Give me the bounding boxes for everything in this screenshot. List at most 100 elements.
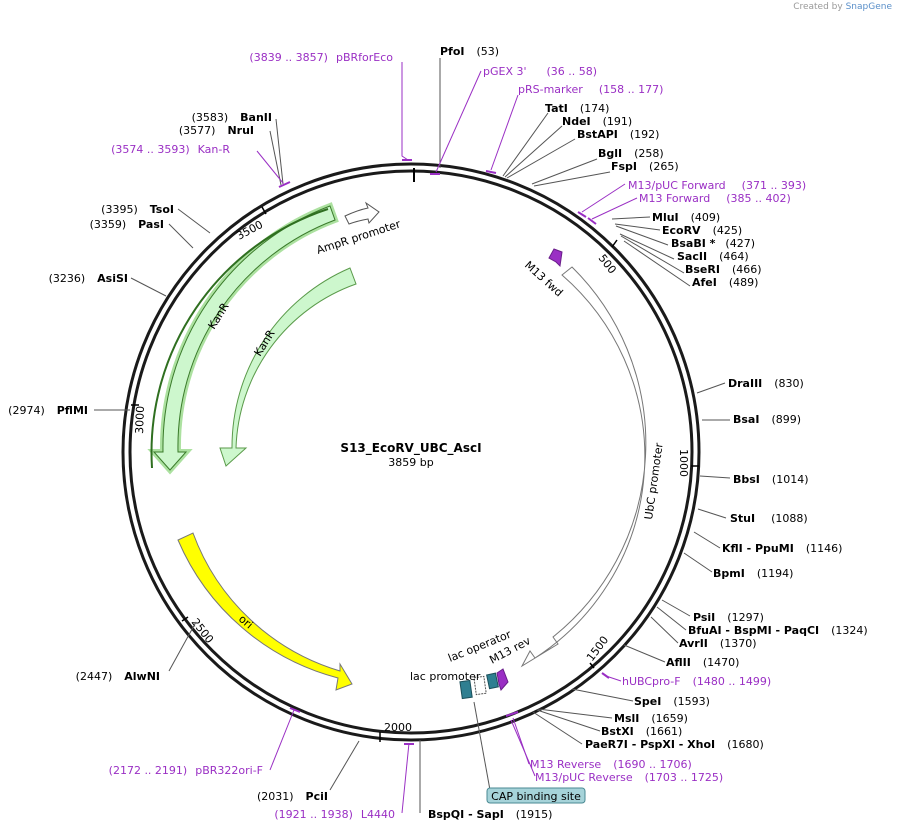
enzyme-bstxi: BstXI	[601, 725, 634, 738]
svg-text:AfeI(489): AfeI(489)	[692, 276, 758, 289]
enzyme-pcii: PciI	[306, 790, 328, 803]
enzyme-paer7i-pspxi-xhoi: PaeR7I - PspXI - XhoI	[585, 738, 715, 751]
enzyme-bfuai-bspmi-paqci: BfuAI - BspMI - PaqCI	[688, 624, 819, 637]
enzyme-leaders	[94, 58, 731, 813]
svg-text:TatI(174): TatI(174)	[545, 102, 609, 115]
kanr-inner-arrow	[219, 267, 357, 467]
enzyme-msli: MslI	[614, 712, 639, 725]
primer-labels: (3839 .. 3857)pBRforEco pGEX 3'(36 .. 58…	[109, 51, 807, 821]
enzyme-psii: PsiI	[693, 611, 715, 624]
svg-text:(3236)AsiSI: (3236)AsiSI	[49, 272, 128, 285]
snapgene-credit: Created by SnapGene	[793, 2, 892, 12]
svg-text:MslI(1659): MslI(1659)	[614, 712, 688, 725]
cap-binding-site-label: CAP binding site	[491, 790, 581, 803]
svg-text:MluI(409): MluI(409)	[652, 211, 720, 224]
kanr-outer-strand	[150, 208, 329, 469]
svg-text:BseRI(466): BseRI(466)	[685, 263, 762, 276]
svg-text:PfoI(53): PfoI(53)	[440, 45, 499, 58]
svg-text:(2974)PflMI: (2974)PflMI	[8, 404, 88, 417]
kanr-outer-arrow	[152, 205, 336, 471]
svg-text:BstAPI(192): BstAPI(192)	[577, 128, 659, 141]
svg-text:hUBCpro-F(1480 .. 1499): hUBCpro-F(1480 .. 1499)	[622, 675, 771, 688]
svg-text:BpmI(1194): BpmI(1194)	[713, 567, 793, 580]
enzyme-bbsi: BbsI	[733, 473, 760, 486]
svg-text:PaeR7I - PspXI - XhoI(1680): PaeR7I - PspXI - XhoI(1680)	[585, 738, 764, 751]
enzyme-tsoi: TsoI	[150, 203, 174, 216]
svg-text:(1921 .. 1938)L4440: (1921 .. 1938)L4440	[274, 808, 395, 821]
svg-text:BfuAI - BspMI - PaqCI(1324): BfuAI - BspMI - PaqCI(1324)	[688, 624, 868, 637]
svg-text:(3583)BanII: (3583)BanII	[192, 111, 272, 124]
enzyme-bgli: BglI	[598, 147, 622, 160]
svg-text:BsaBI *(427): BsaBI *(427)	[671, 237, 755, 250]
enzyme-pflmi: PflMI	[57, 404, 88, 417]
cap-binding-site-marker	[459, 679, 473, 700]
lac-operator-marker	[486, 672, 499, 690]
features: AmpR promoter KanR KanR ori UbC promoter…	[147, 201, 666, 804]
enzyme-fspi: FspI	[611, 160, 637, 173]
m13-fwd-marker	[548, 248, 563, 268]
svg-text:BbsI(1014): BbsI(1014)	[733, 473, 808, 486]
enzyme-ecorv: EcoRV	[662, 224, 701, 237]
tick-label-2000: 2000	[384, 721, 412, 734]
enzyme-banii: BanII	[240, 111, 272, 124]
primer-l4440: L4440	[361, 808, 395, 821]
credit-prefix: Created by	[793, 2, 843, 12]
enzyme-afei: AfeI	[692, 276, 717, 289]
cap-binding-site-box	[486, 787, 586, 804]
svg-text:SacII(464): SacII(464)	[677, 250, 749, 263]
primer-kan-r: Kan-R	[198, 143, 231, 156]
svg-text:EcoRV(425): EcoRV(425)	[662, 224, 742, 237]
tick-label-1500: 1500	[584, 634, 611, 664]
svg-text:NdeI(191): NdeI(191)	[562, 115, 632, 128]
enzyme-pfoi: PfoI	[440, 45, 465, 58]
svg-text:SpeI(1593): SpeI(1593)	[634, 695, 710, 708]
plasmid-name: S13_EcoRV_UBC_AscI	[340, 441, 481, 456]
enzyme-bspqi-sapi: BspQI - SapI	[428, 808, 504, 821]
backbone-outer	[121, 162, 701, 742]
primer-pbrforeco: pBRforEco	[336, 51, 393, 64]
primer-pgex3: pGEX 3'	[483, 65, 527, 78]
primer-m13-puc-reverse: M13/pUC Reverse	[535, 771, 633, 784]
primer-leaders	[256, 62, 638, 814]
svg-text:(2447)AlwNI: (2447)AlwNI	[76, 670, 160, 683]
svg-text:(2172 .. 2191)pBR322ori-F: (2172 .. 2191)pBR322ori-F	[109, 764, 263, 777]
credit-brand: SnapGene	[845, 2, 892, 12]
svg-text:AvrII(1370): AvrII(1370)	[679, 637, 756, 650]
primer-m13-puc-forward: M13/pUC Forward	[628, 179, 726, 192]
ori-arrow	[177, 532, 353, 691]
svg-text:BglI(258): BglI(258)	[598, 147, 664, 160]
enzyme-avrii: AvrII	[679, 637, 708, 650]
enzyme-asisi: AsiSI	[97, 272, 128, 285]
cap-binding-leader	[473, 701, 491, 791]
svg-text:AflII(1470): AflII(1470)	[666, 656, 739, 669]
kanr-outer-highlight	[147, 202, 339, 475]
primer-pbr322ori-f: pBR322ori-F	[195, 764, 263, 777]
enzyme-bstapi: BstAPI	[577, 128, 618, 141]
enzyme-spei: SpeI	[634, 695, 661, 708]
svg-text:BsaI(899): BsaI(899)	[733, 413, 801, 426]
svg-text:DraIII(830): DraIII(830)	[728, 377, 804, 390]
svg-text:(3577)NruI: (3577)NruI	[179, 124, 254, 137]
enzyme-bpmi: BpmI	[713, 567, 745, 580]
lac-promoter-marker	[473, 675, 487, 696]
tick-label-1000: 1000	[677, 449, 690, 477]
svg-text:M13 Reverse(1690 .. 1706): M13 Reverse(1690 .. 1706)	[530, 758, 692, 771]
tick-label-500: 500	[596, 252, 619, 277]
enzyme-kfli-ppumi: KflI - PpuMI	[722, 542, 794, 555]
svg-text:FspI(265): FspI(265)	[611, 160, 679, 173]
enzyme-mlui: MluI	[652, 211, 679, 224]
enzyme-draiii: DraIII	[728, 377, 762, 390]
svg-text:StuI(1088): StuI(1088)	[730, 512, 808, 525]
svg-text:(3574 .. 3593)Kan-R: (3574 .. 3593)Kan-R	[111, 143, 230, 156]
svg-text:pRS-marker(158 .. 177): pRS-marker(158 .. 177)	[518, 83, 663, 96]
enzyme-labels: PfoI(53) TatI(174) NdeI(191) BstAPI(192)…	[428, 45, 868, 821]
enzyme-sacii: SacII	[677, 250, 707, 263]
svg-text:PsiI(1297): PsiI(1297)	[693, 611, 764, 624]
enzyme-alwni: AlwNI	[124, 670, 160, 683]
svg-text:M13/pUC Reverse(1703 .. 1725): M13/pUC Reverse(1703 .. 1725)	[535, 771, 723, 784]
svg-text:(3395)TsoI: (3395)TsoI	[101, 203, 174, 216]
plasmid-length: 3859 bp	[388, 456, 433, 469]
ampr-promoter-arrow	[344, 201, 380, 225]
svg-text:(2031)PciI: (2031)PciI	[257, 790, 328, 803]
enzyme-pasi: PasI	[138, 218, 164, 231]
